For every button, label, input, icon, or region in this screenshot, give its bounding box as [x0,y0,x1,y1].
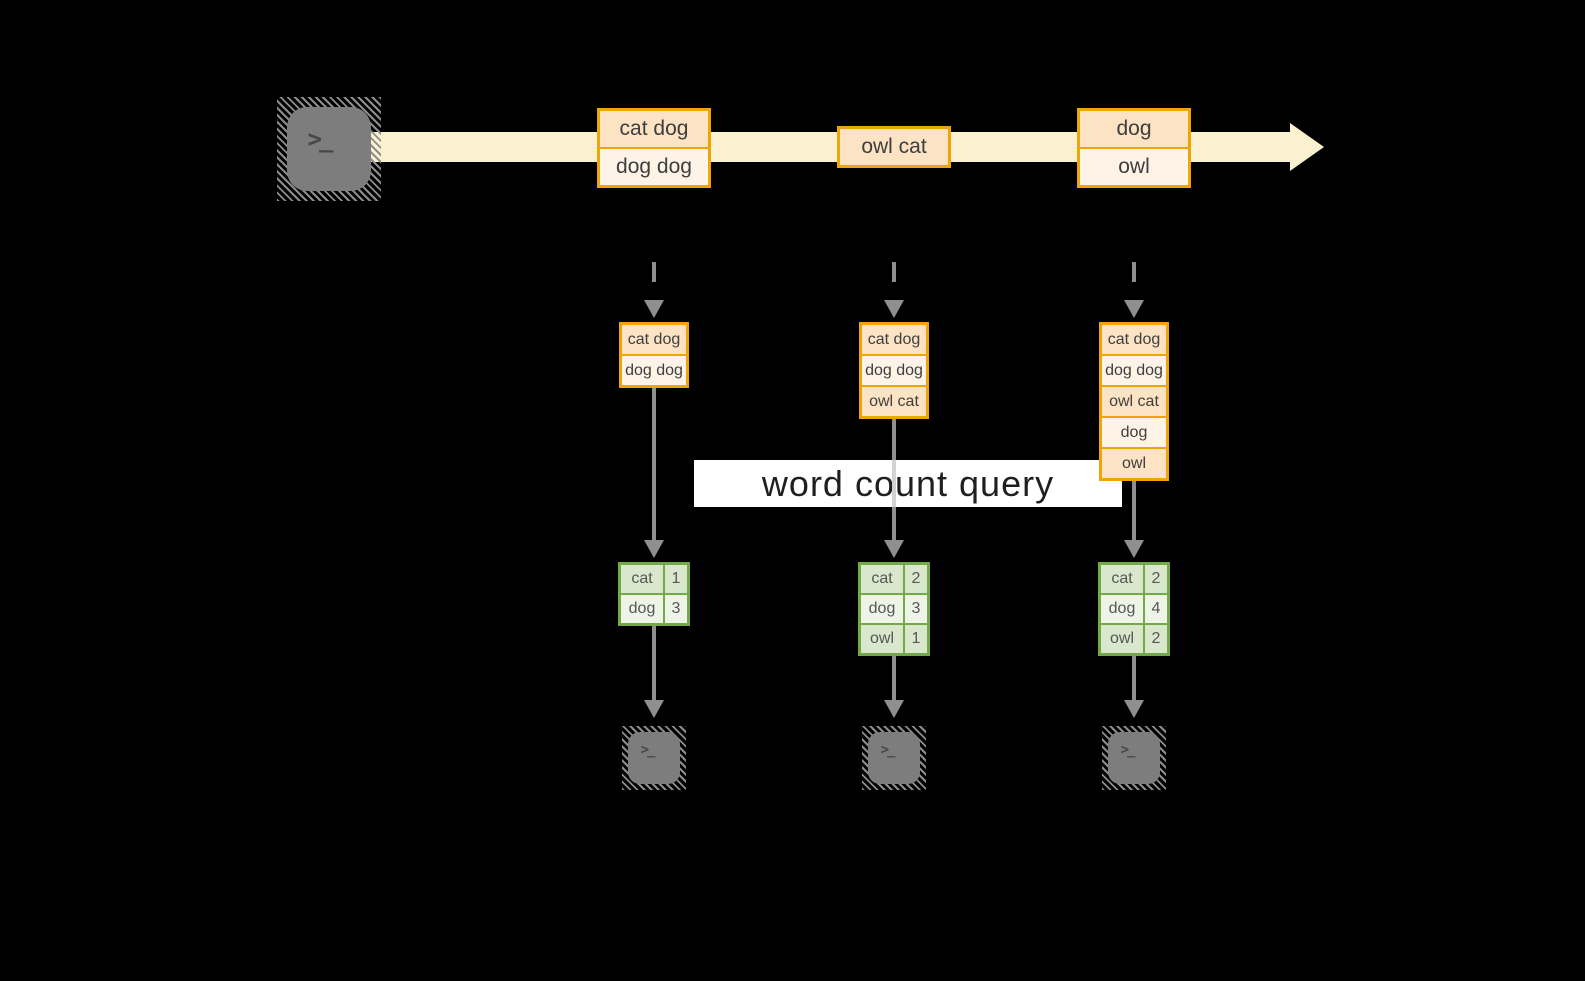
stream-arrow-head-icon [1290,123,1324,171]
table-row: owl 2 [1101,625,1167,653]
word-cell: owl [861,625,903,653]
count-cell: 2 [1145,625,1167,653]
arrow-head-icon [644,300,664,318]
count-table-2: cat 2 dog 3 owl 1 [858,562,930,656]
word-cell: cat [861,565,903,593]
arrow-head-icon [1124,300,1144,318]
query-arrow-line [652,388,656,540]
output-arrow-line [1132,656,1136,700]
state-buffer-3: cat dog dog dog owl cat dog owl [1099,322,1169,481]
stream-record-2: owl cat [837,126,951,168]
table-row: dog 3 [621,595,687,623]
stream-record-cell: owl cat [840,129,948,165]
terminal-prompt-icon: >_ [868,732,920,784]
terminal-prompt-glyph: >_ [1120,742,1136,758]
terminal-prompt-icon: >_ [628,732,680,784]
count-cell: 3 [905,595,927,623]
arrow-head-icon [884,540,904,558]
table-row: owl 1 [861,625,927,653]
query-band-line-overlay [892,460,896,507]
stream-record-cell: dog [1080,111,1188,147]
stream-record-cell: dog dog [600,149,708,185]
state-buffer-2: cat dog dog dog owl cat [859,322,929,419]
state-row: dog [1102,418,1166,447]
arrow-head-icon [644,700,664,718]
state-row: dog dog [622,356,686,385]
state-row: owl cat [862,387,926,416]
stream-record-cell: owl [1080,149,1188,185]
arrow-head-icon [644,540,664,558]
count-table-3: cat 2 dog 4 owl 2 [1098,562,1170,656]
word-cell: dog [861,595,903,623]
count-cell: 4 [1145,595,1167,623]
table-row: cat 2 [1101,565,1167,593]
table-row: dog 3 [861,595,927,623]
count-cell: 2 [905,565,927,593]
state-row: dog dog [862,356,926,385]
output-arrow-line [892,656,896,700]
stream-record-1: cat dog dog dog [597,108,711,188]
word-cell: dog [1101,595,1143,623]
table-row: cat 1 [621,565,687,593]
terminal-prompt-icon: >_ [1108,732,1160,784]
ingest-dashed-arrow [1132,262,1136,300]
ingest-dashed-arrow [892,262,896,300]
count-cell: 2 [1145,565,1167,593]
arrow-head-icon [1124,700,1144,718]
state-row: owl cat [1102,387,1166,416]
query-label-band: word count query [694,460,1122,507]
stream-record-cell: cat dog [600,111,708,147]
count-cell: 1 [905,625,927,653]
source-terminal-icon: >_ [277,97,381,201]
arrow-head-icon [1124,540,1144,558]
state-buffer-1: cat dog dog dog [619,322,689,388]
output-terminal-icon: >_ [1102,726,1166,790]
state-row: dog dog [1102,356,1166,385]
terminal-prompt-glyph: >_ [880,742,896,758]
terminal-prompt-glyph: >_ [307,125,334,153]
word-cell: cat [621,565,663,593]
ingest-dashed-arrow [652,262,656,300]
terminal-prompt-icon: >_ [287,107,371,191]
word-cell: cat [1101,565,1143,593]
state-row: cat dog [1102,325,1166,354]
stream-record-3: dog owl [1077,108,1191,188]
query-label: word count query [761,462,1055,504]
table-row: cat 2 [861,565,927,593]
count-table-1: cat 1 dog 3 [618,562,690,626]
table-row: dog 4 [1101,595,1167,623]
output-terminal-icon: >_ [622,726,686,790]
output-terminal-icon: >_ [862,726,926,790]
word-cell: dog [621,595,663,623]
arrow-head-icon [884,300,904,318]
count-cell: 1 [665,565,687,593]
state-row: cat dog [622,325,686,354]
output-arrow-line [652,626,656,700]
state-row: cat dog [862,325,926,354]
arrow-head-icon [884,700,904,718]
terminal-prompt-glyph: >_ [640,742,656,758]
count-cell: 3 [665,595,687,623]
state-row: owl [1102,449,1166,478]
query-arrow-line [1132,481,1136,540]
word-cell: owl [1101,625,1143,653]
